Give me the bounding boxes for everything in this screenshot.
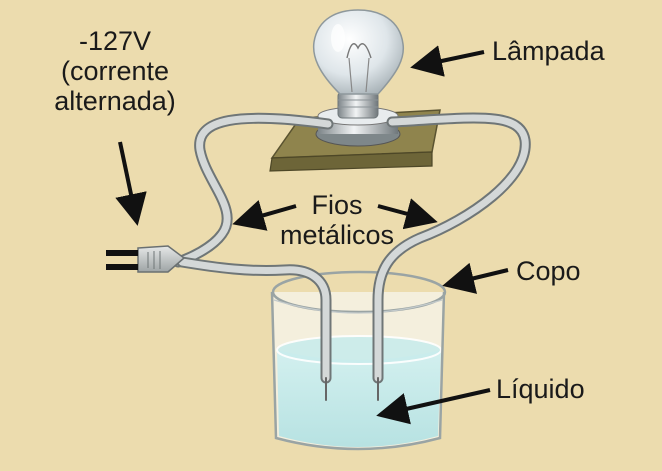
lamp-label: Lâmpada xyxy=(492,36,605,66)
light-bulb xyxy=(312,9,405,119)
wires-label-line2: metálicos xyxy=(279,220,395,251)
pointer-arrows xyxy=(115,45,509,425)
voltage-label-line3: alternada) xyxy=(54,86,176,117)
voltage-label-line2: (corrente xyxy=(60,56,170,87)
wires-label-line1: Fios xyxy=(311,190,363,220)
voltage-label-line1: -127V xyxy=(78,26,152,56)
power-plug xyxy=(106,245,186,273)
arrow-to-plug xyxy=(115,141,147,226)
metal-wires xyxy=(172,112,531,401)
arrow-to-liquid xyxy=(376,388,491,425)
voltage-label: -127V (corrente alternada) xyxy=(30,26,200,117)
glass-label: Copo xyxy=(516,256,581,286)
arrow-to-left-wire xyxy=(232,200,297,231)
arrow-to-glass xyxy=(442,262,509,294)
liquid-label: Líquido xyxy=(496,374,585,404)
wires-label: Fios metálicos xyxy=(262,190,412,250)
arrow-to-right-wire xyxy=(377,198,438,230)
glass-cup xyxy=(270,270,447,451)
arrow-to-lamp xyxy=(410,45,485,77)
